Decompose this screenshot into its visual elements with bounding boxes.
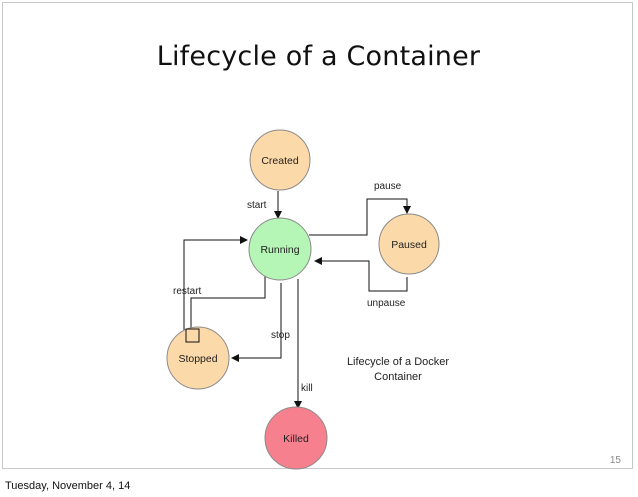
- edge-label-stop: stop: [271, 330, 290, 341]
- node-running-label: Running: [260, 244, 299, 256]
- node-stopped: Stopped: [166, 326, 230, 390]
- edge-pause: [309, 198, 411, 236]
- edge-stop: [231, 283, 282, 362]
- node-created-label: Created: [261, 155, 299, 167]
- node-created-circle: [249, 129, 311, 191]
- edge-stop-path: [190, 273, 266, 333]
- lifecycle-diagram: Created Running Paused Stopped Killed st…: [166, 129, 449, 470]
- node-running-circle: [248, 217, 312, 281]
- node-running: Running: [248, 217, 312, 281]
- edge-label-pause: pause: [374, 181, 402, 192]
- node-paused: Paused: [378, 213, 440, 275]
- slide-title: Lifecycle of a Container: [156, 41, 481, 72]
- node-stopped-label: Stopped: [178, 353, 217, 365]
- slide: Lifecycle of a Container Created Running: [2, 2, 633, 470]
- page-number: 15: [609, 455, 621, 466]
- node-paused-label: Paused: [391, 239, 427, 251]
- diagram-caption-line2: Container: [374, 371, 422, 383]
- node-paused-circle: [378, 213, 440, 275]
- node-killed-circle: [264, 406, 328, 470]
- node-killed: Killed: [264, 406, 328, 470]
- node-stopped-circle: [166, 326, 230, 390]
- node-created: Created: [249, 129, 311, 191]
- edge-label-restart: restart: [173, 286, 202, 297]
- diagram-caption-line1: Lifecycle of a Docker: [347, 356, 449, 368]
- connector-square: [185, 328, 200, 343]
- edge-label-start: start: [247, 200, 267, 211]
- node-killed-label: Killed: [283, 433, 309, 445]
- edge-unpause: [314, 257, 408, 292]
- edge-restart: [183, 236, 248, 348]
- edge-label-kill: kill: [301, 383, 313, 394]
- footer-date: Tuesday, November 4, 14: [5, 480, 131, 492]
- edge-label-unpause: unpause: [367, 298, 406, 309]
